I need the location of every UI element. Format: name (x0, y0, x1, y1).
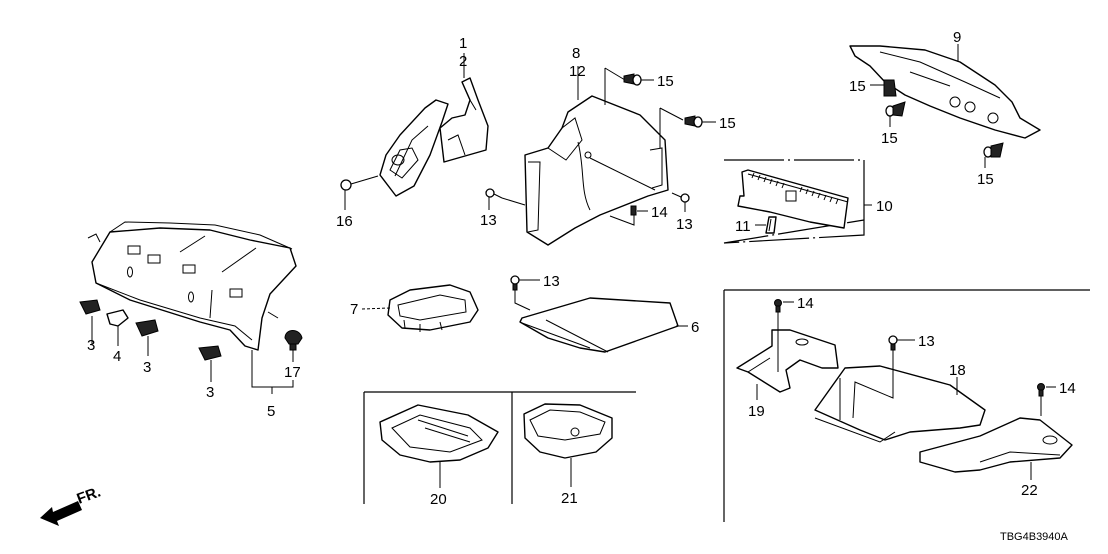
callout-9[interactable]: 9 (953, 29, 961, 46)
trunk-floor-6[interactable] (519, 297, 679, 353)
front-direction-label: FR. (75, 484, 104, 508)
callout-2[interactable]: 2 (459, 53, 467, 70)
clip-3-left[interactable] (79, 299, 101, 315)
rear-panel-garnish-9[interactable] (849, 45, 1041, 139)
cover-4[interactable] (106, 309, 129, 327)
callout-13[interactable]: 13 (918, 333, 935, 350)
drawing-code: TBG4B3940A (1000, 531, 1069, 543)
clip-17[interactable] (284, 330, 303, 351)
trunk-side-lining-part-1-2[interactable] (379, 77, 489, 197)
callout-15[interactable]: 15 (881, 130, 898, 147)
callout-12[interactable]: 12 (569, 63, 586, 80)
nut-16[interactable] (340, 179, 352, 191)
trunk-cover-10[interactable] (737, 169, 849, 229)
callout-3[interactable]: 3 (206, 384, 214, 401)
clip-15-d[interactable] (885, 101, 906, 117)
callout-4[interactable]: 4 (113, 348, 121, 365)
callout-7[interactable]: 7 (350, 301, 358, 318)
callout-18[interactable]: 18 (949, 362, 966, 379)
front-arrow-icon (40, 501, 82, 526)
callout-17[interactable]: 17 (284, 364, 301, 381)
callout-16[interactable]: 16 (336, 213, 353, 230)
callout-6[interactable]: 6 (691, 319, 699, 336)
bracket-19[interactable] (736, 329, 839, 393)
clip-15-e[interactable] (983, 142, 1004, 158)
callout-14[interactable]: 14 (651, 204, 668, 221)
callout-10[interactable]: 10 (876, 198, 893, 215)
callout-3[interactable]: 3 (87, 337, 95, 354)
tool-tray-20[interactable] (379, 404, 499, 463)
bolt-14-left[interactable] (774, 299, 782, 313)
callout-21[interactable]: 21 (561, 490, 578, 507)
clip-15-c[interactable] (883, 79, 897, 97)
callout-22[interactable]: 22 (1021, 482, 1038, 499)
callout-11[interactable]: 11 (735, 218, 751, 235)
bracket-22[interactable] (919, 417, 1073, 473)
callout-13[interactable]: 13 (543, 273, 560, 290)
clip-3-middle[interactable] (135, 319, 159, 337)
callout-13[interactable]: 13 (676, 216, 693, 233)
clip-15-b[interactable] (684, 115, 703, 128)
callout-1[interactable]: 1 (459, 35, 467, 52)
tool-tray-21[interactable] (523, 403, 613, 459)
clip-15-a[interactable] (623, 73, 642, 86)
bolt-13-board[interactable] (888, 335, 898, 351)
bolt-13-floor[interactable] (510, 275, 520, 291)
callout-5[interactable]: 5 (267, 403, 275, 420)
bolt-13-left[interactable] (485, 188, 503, 199)
callout-15[interactable]: 15 (719, 115, 736, 132)
bolt-13-right[interactable] (671, 192, 690, 203)
clip-11[interactable] (765, 216, 777, 234)
callout-15[interactable]: 15 (849, 78, 866, 95)
callout-20[interactable]: 20 (430, 491, 447, 508)
rear-tray-assembly[interactable] (87, 221, 297, 351)
callout-8[interactable]: 8 (572, 45, 580, 62)
callout-14[interactable]: 14 (1059, 380, 1076, 397)
trunk-side-lining-part-8-12[interactable] (524, 95, 669, 246)
bolt-14-side[interactable] (630, 205, 637, 216)
callout-15[interactable]: 15 (657, 73, 674, 90)
callout-3[interactable]: 3 (143, 359, 151, 376)
spare-tire-tray-7[interactable] (387, 284, 479, 332)
callout-14[interactable]: 14 (797, 295, 814, 312)
callout-19[interactable]: 19 (748, 403, 765, 420)
callout-13[interactable]: 13 (480, 212, 497, 229)
clip-3-right[interactable] (198, 345, 222, 361)
callout-15[interactable]: 15 (977, 171, 994, 188)
trunk-board-18[interactable] (814, 365, 986, 443)
bolt-14-right[interactable] (1037, 383, 1045, 397)
